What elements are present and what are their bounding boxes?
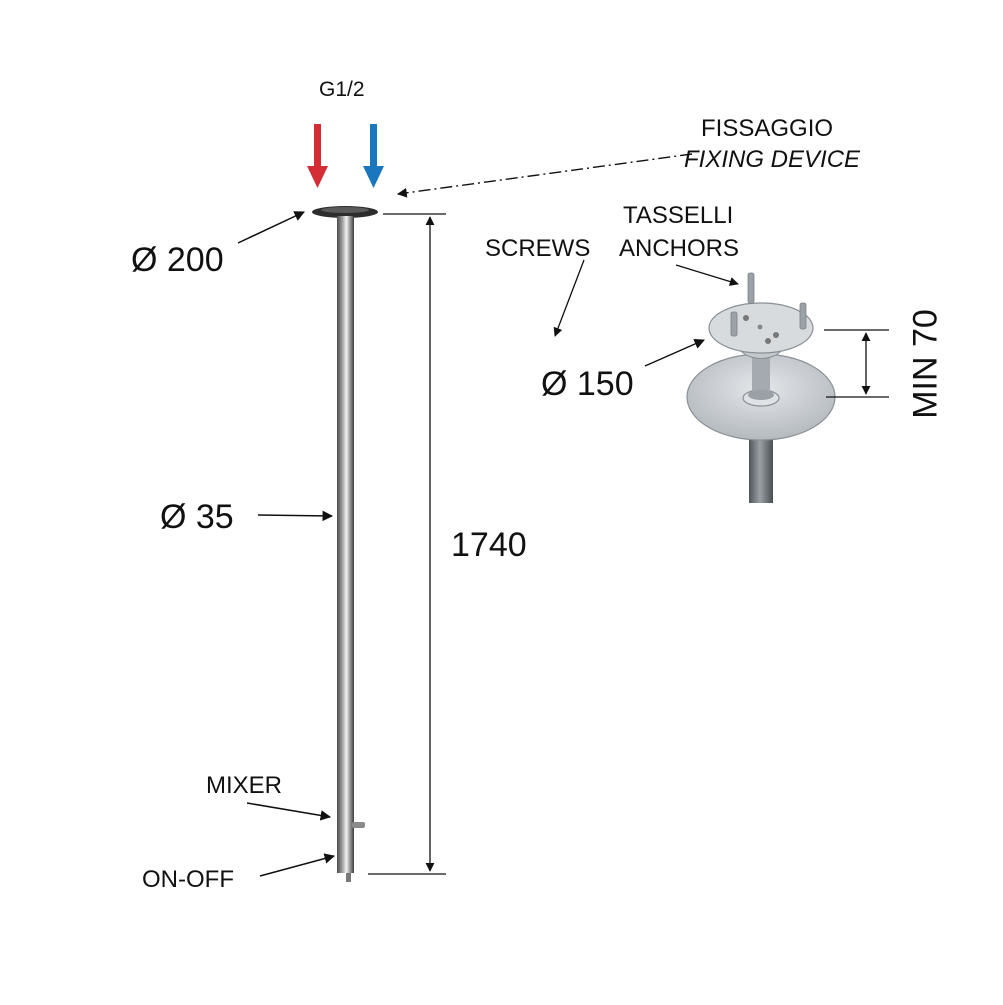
cold-water-arrow [363,124,384,188]
height-dimension [368,213,446,875]
diameter-200-leader [237,211,305,244]
height-label: 1740 [451,526,527,564]
anchors-label: ANCHORS [619,235,740,262]
screws-leader [553,259,585,337]
fixing-label-en: FIXING DEVICE [684,146,861,173]
inlet-label: G1/2 [319,78,365,101]
fixing-leader [397,153,693,198]
mixer-leader [246,802,332,821]
diameter-35-leader [257,510,334,522]
fixing-device-detail [686,272,836,503]
on-off-leader [259,853,336,877]
min-depth-label: MIN 70 [906,309,945,419]
tasselli-label: TASSELLI [623,202,734,229]
min-depth-dimension [824,329,889,398]
mixer-lever [352,822,365,828]
anchors-leader [675,264,739,286]
diameter-150-label: Ø 150 [541,365,634,403]
anchor [747,272,755,304]
diameter-200-label: Ø 200 [131,241,224,279]
anchor [730,311,738,337]
diameter-35-label: Ø 35 [160,498,234,536]
fixing-label-it: FISSAGGIO [701,115,834,142]
hot-water-arrow [307,124,328,188]
on-off-knob [346,873,351,882]
on-off-label: ON-OFF [142,866,234,893]
screws-label: SCREWS [485,235,591,262]
shower-bar [337,216,354,873]
anchor [799,302,807,330]
diameter-150-leader [644,339,705,367]
mixer-label: MIXER [206,772,283,799]
